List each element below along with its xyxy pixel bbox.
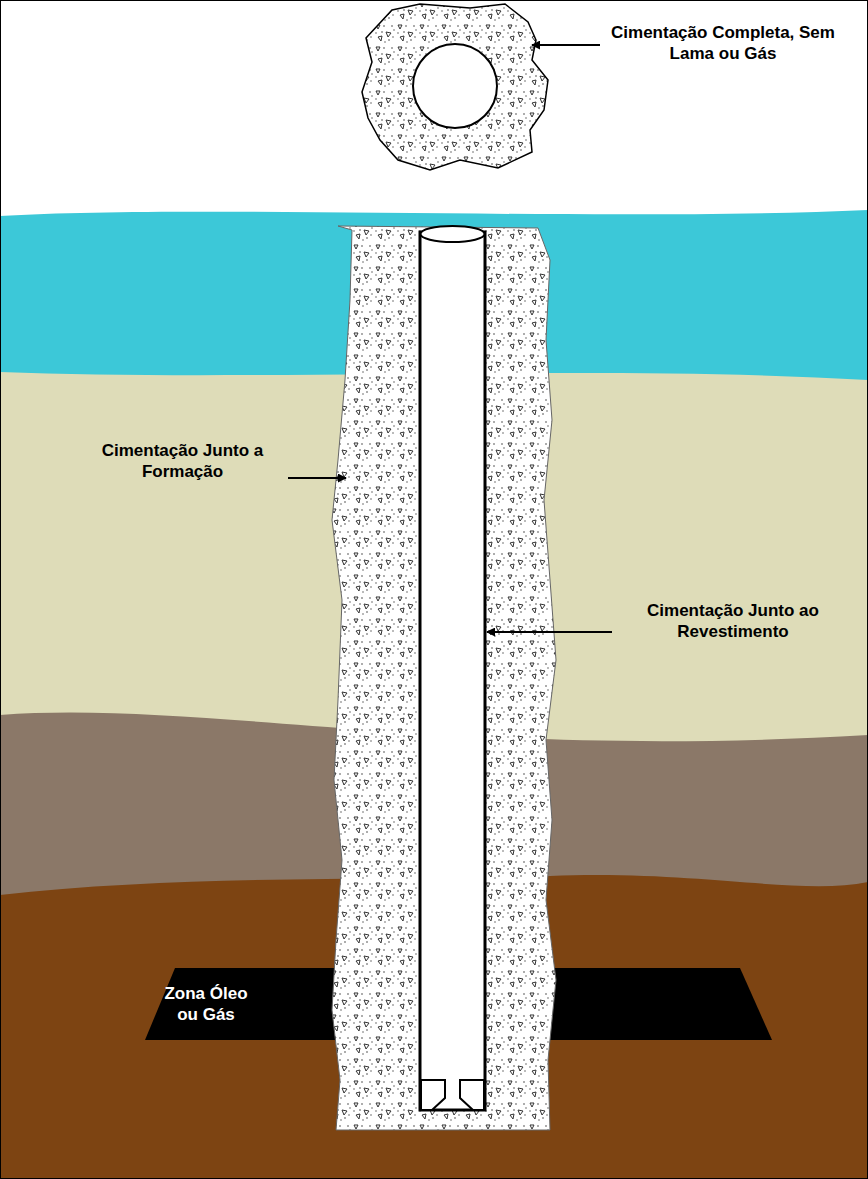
cement-sheath: [332, 226, 556, 1130]
leader-arrow: [288, 477, 346, 479]
zone-label: Zona Óleo ou Gás: [156, 983, 256, 1025]
callout-label: Cimentação Completa, Sem Lama ou Gás: [608, 22, 838, 64]
leader-arrow: [532, 44, 600, 46]
callout-label: Cimentação Junto a Formação: [80, 440, 285, 482]
callout-label: Cimentação Junto ao Revestimento: [618, 600, 848, 642]
casing-pipe: [420, 232, 485, 1110]
casing-shoe: [421, 1080, 445, 1110]
water-layer: [0, 210, 868, 1179]
cross-section-casing: [413, 44, 497, 128]
cross-section-cement: [362, 4, 548, 170]
casing-shoe: [460, 1080, 484, 1110]
casing-top: [421, 226, 485, 242]
leader-arrow: [487, 631, 612, 633]
zone-region: Zona Óleo ou Gás: [156, 983, 256, 1025]
